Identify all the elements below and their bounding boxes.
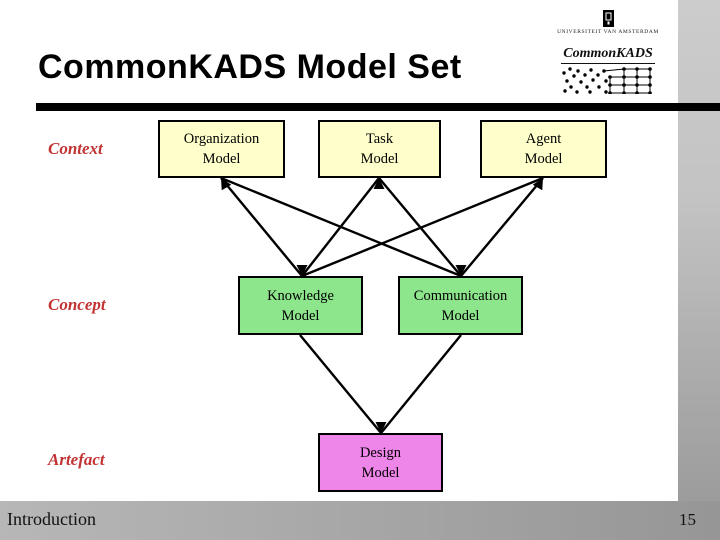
arrowhead-task	[373, 178, 385, 189]
university-name: UNIVERSITEIT VAN AMSTERDAM	[557, 29, 659, 35]
node-task-model: Task Model	[318, 120, 441, 178]
node-label-line: Model	[202, 151, 241, 167]
commonkads-dots-pattern-icon	[562, 67, 652, 94]
edge-agent-knowledge	[301, 176, 544, 278]
edge-task-communication	[378, 177, 462, 277]
slide-title: CommonKADS Model Set	[38, 48, 462, 86]
edge-organization-communication	[220, 176, 462, 278]
edge-agent-communication	[460, 177, 544, 277]
node-agent-model: Agent Model	[480, 120, 607, 178]
footer-strip	[0, 501, 720, 540]
node-label-line: Design	[359, 444, 402, 461]
edge-knowledge-design	[299, 334, 382, 434]
edge-communication-design	[380, 334, 462, 434]
title-rule	[36, 103, 720, 111]
side-accent-bar	[678, 0, 720, 501]
arrowhead-design	[375, 422, 387, 433]
node-label-line: Model	[281, 307, 320, 324]
node-knowledge-model: Knowledge Model	[238, 276, 363, 335]
arrowhead-knowledge	[296, 265, 308, 276]
node-label-line: Organization	[183, 131, 260, 147]
arrowhead-communication	[455, 265, 467, 276]
node-label-line: Communication	[413, 287, 508, 304]
logo-block: UNIVERSITEIT VAN AMSTERDAM CommonKADS	[556, 10, 660, 94]
node-label-line: Model	[361, 464, 400, 481]
edge-organization-knowledge	[220, 177, 303, 277]
node-label-line: Knowledge	[267, 287, 334, 304]
edge-task-knowledge	[301, 177, 380, 277]
node-design-model: Design Model	[318, 433, 443, 492]
node-label-line: Agent	[525, 131, 562, 147]
footer-section-label: Introduction	[7, 509, 96, 529]
node-label-line: Model	[524, 151, 563, 167]
row-label-concept: Concept	[48, 295, 106, 314]
page-number: 15	[679, 510, 696, 529]
row-label-artefact: Artefact	[48, 450, 105, 469]
node-label-line: Model	[441, 307, 480, 324]
university-crest-icon	[602, 10, 614, 27]
node-organization-model: Organization Model	[158, 120, 285, 178]
commonkads-logo-text: CommonKADS	[561, 46, 655, 64]
node-communication-model: Communication Model	[398, 276, 523, 335]
row-label-context: Context	[48, 139, 103, 158]
node-label-line: Model	[360, 151, 399, 167]
node-label-line: Task	[365, 131, 394, 147]
